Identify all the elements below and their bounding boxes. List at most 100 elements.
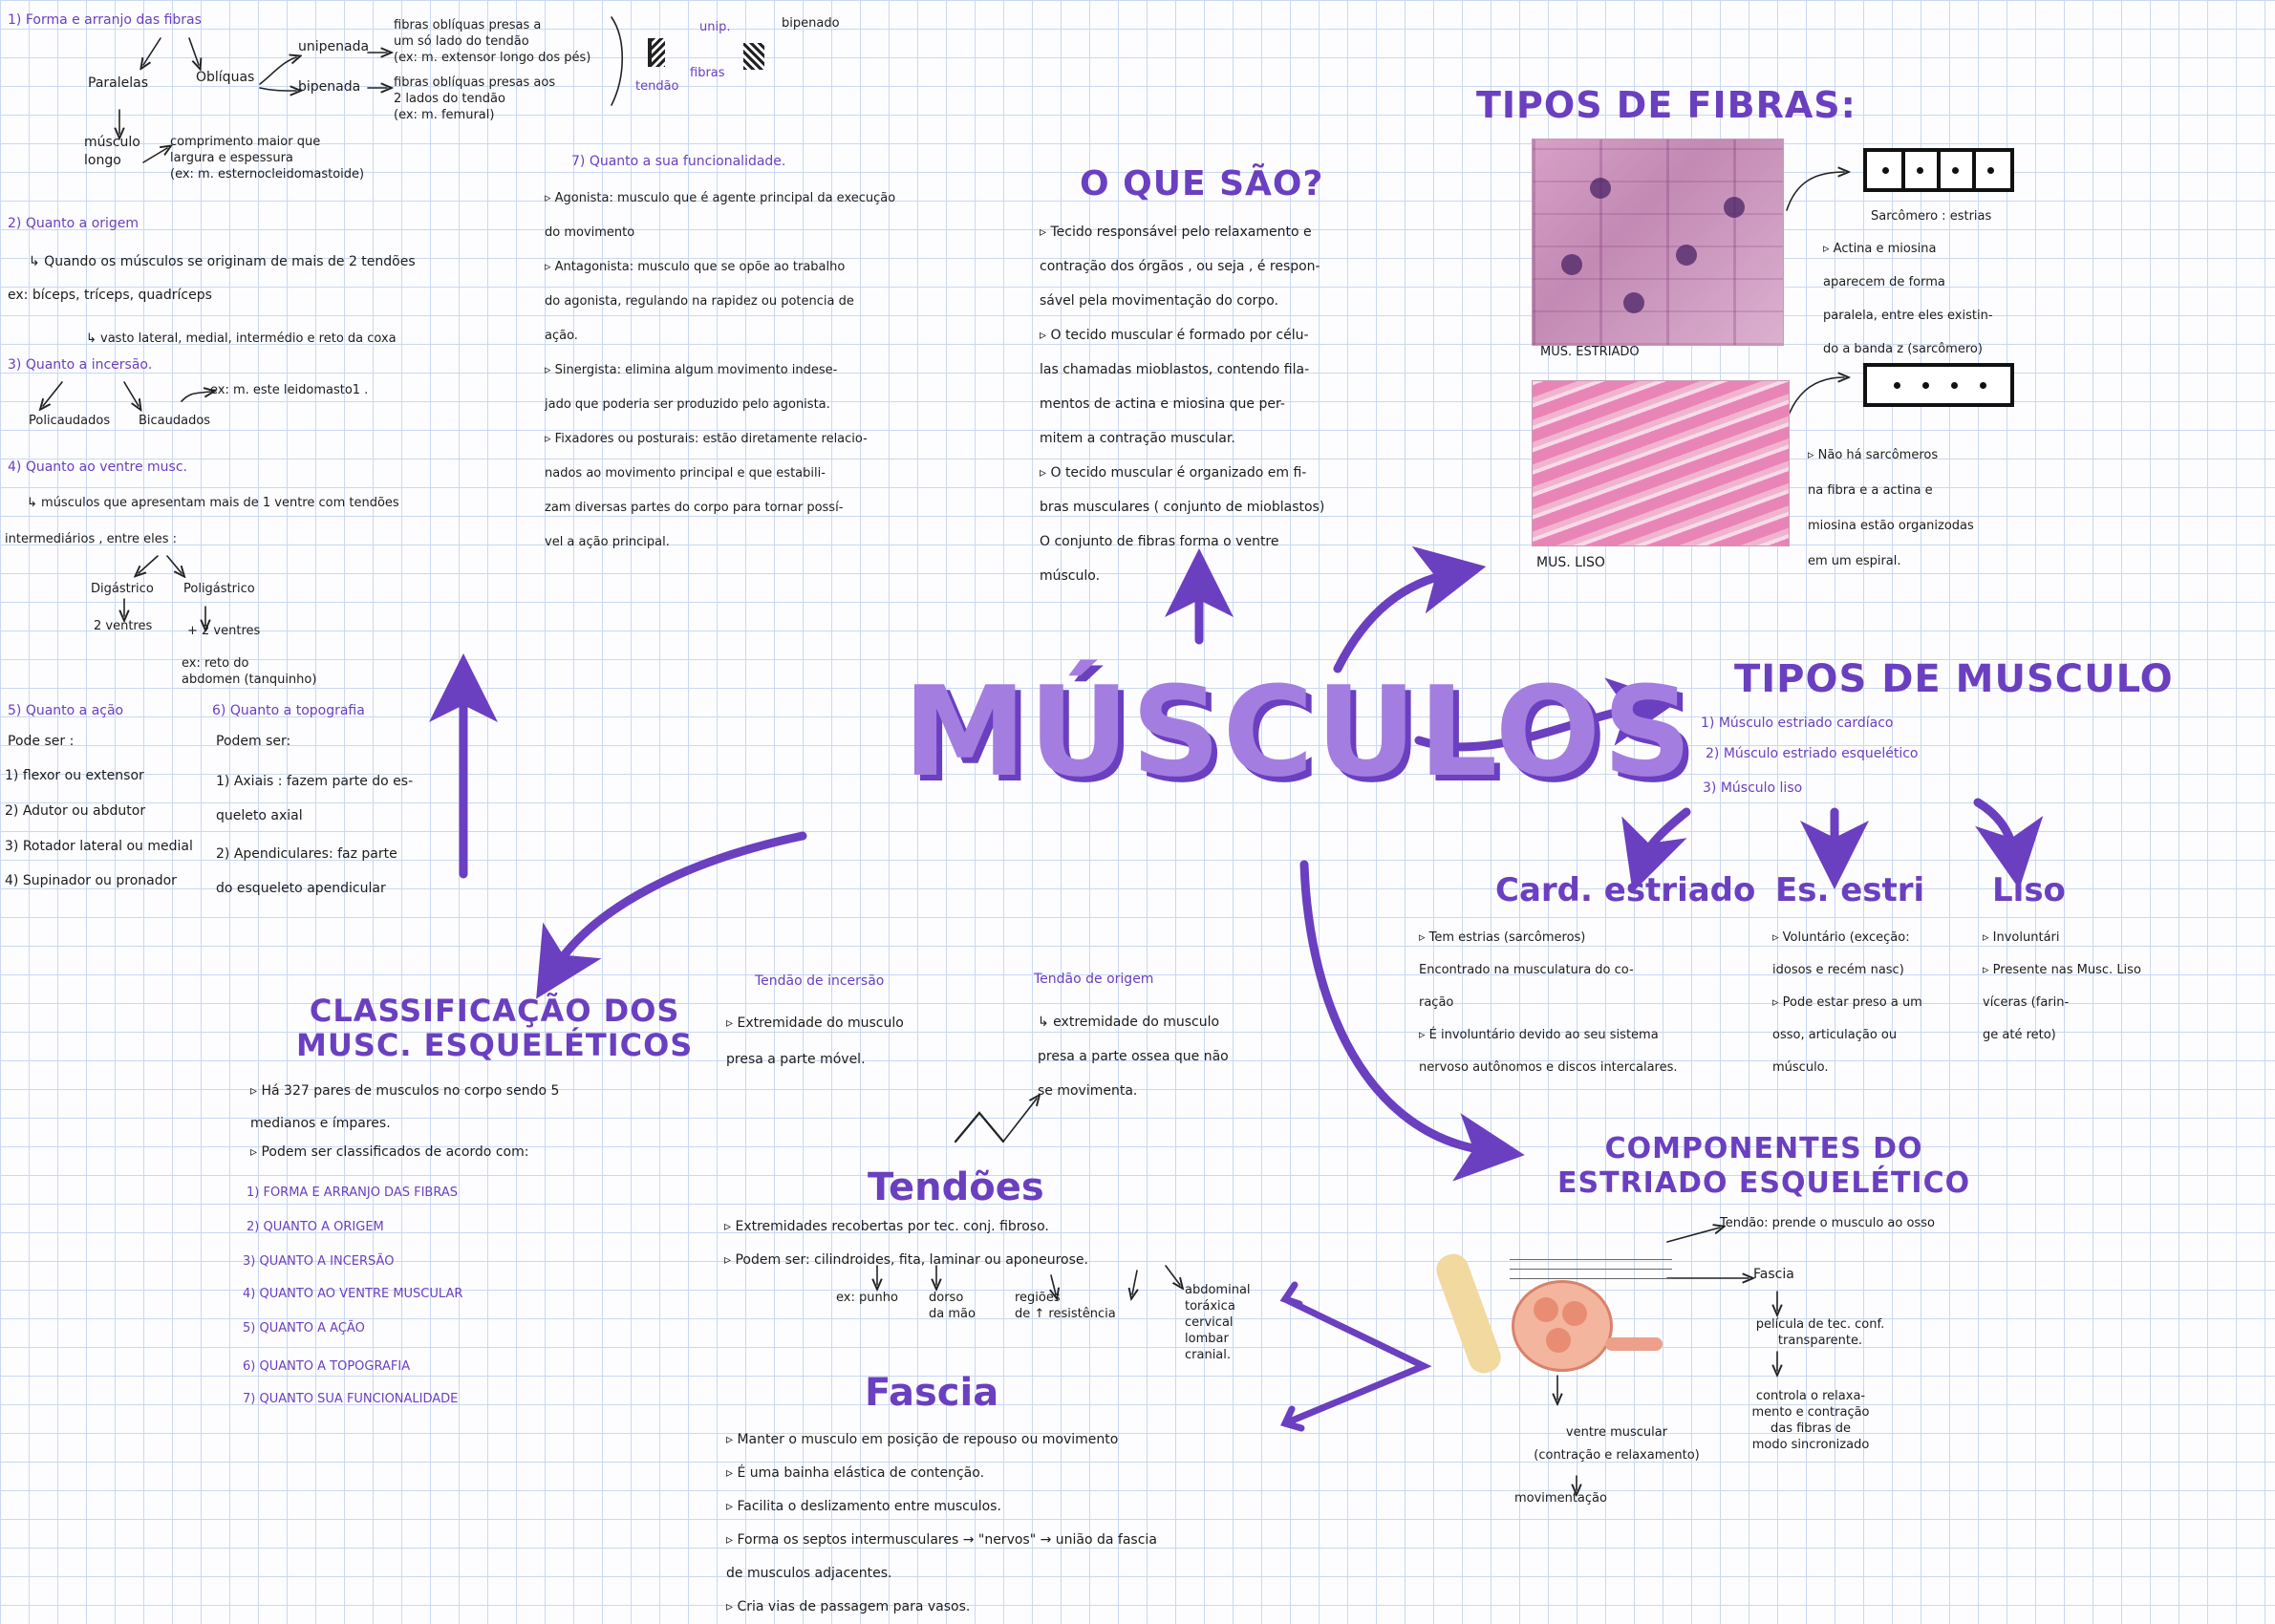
acao-pode: Pode ser : — [8, 734, 75, 749]
tendoes-dorso: dorso da mão — [929, 1291, 976, 1321]
tipos-musculo-item: 2) Músculo estriado esquelético — [1706, 746, 1919, 761]
policaudados-label: Policaudados — [29, 414, 111, 428]
classificacao-heading: CLASSIFICAÇÃO DOS MUSC. ESQUELÉTICOS — [296, 993, 694, 1063]
componentes-heading: COMPONENTES DO ESTRIADO ESQUELÉTICO — [1557, 1132, 1971, 1200]
bicaudados-label: Bicaudados — [139, 414, 211, 428]
arrow-to-tipos-musculo — [1414, 677, 1678, 752]
tendoes-heading: Tendões — [868, 1165, 1044, 1209]
estriado-text: ▹ Actina e miosina aparecem de forma par… — [1823, 242, 1993, 356]
main-title: MÚSCULOS — [903, 659, 1694, 804]
diagram-bipenado-label: bipenado — [782, 16, 840, 31]
unipenate-icon — [648, 38, 665, 67]
digastrico-label: Digástrico — [91, 582, 154, 596]
poligastrico-label: Poligástrico — [183, 582, 255, 596]
penniform-diagram: unip. bipenado fibras tendão — [635, 10, 840, 96]
componentes-controla: controla o relaxa- mento e contração das… — [1751, 1389, 1870, 1452]
classificacao-text2: ▹ Podem ser classificados de acordo com: — [250, 1144, 529, 1160]
insercao-heading: 3) Quanto a incersão. — [8, 357, 153, 373]
classificacao-item: 5) QUANTO A AÇÃO — [243, 1321, 365, 1336]
arrow-to-componentes — [1299, 860, 1525, 1182]
musculo-longo-label: músculo longo — [84, 135, 140, 168]
esqueletico-title: Es. estri — [1775, 871, 1925, 909]
tipos-musculo-heading: TIPOS DE MUSCULO — [1734, 657, 2174, 701]
liso-fibra-text: ▹ Não há sarcômeros na fibra e a actina … — [1808, 448, 1974, 568]
tendoes-ex-punho: ex: punho — [836, 1291, 898, 1305]
fascia-text: ▹ Manter o musculo em posição de repouso… — [726, 1432, 1157, 1614]
cardiaco-title: Card. estriado — [1495, 871, 1756, 909]
digastrico-sub: 2 ventres — [94, 619, 153, 633]
sarcomero-label: Sarcômero : estrias — [1871, 209, 1992, 224]
sarcomere-smooth-icon — [1863, 363, 2014, 407]
tendoes-text2: ▹ Podem ser: cilindroides, fita, laminar… — [724, 1252, 1088, 1268]
arrow-to-classificacao — [536, 831, 807, 999]
unipenada-label: unipenada — [298, 39, 370, 54]
ventre-heading: 4) Quanto ao ventre musc. — [8, 459, 187, 475]
classificacao-item: 6) QUANTO A TOPOGRAFIA — [243, 1359, 411, 1374]
origem-ex: ex: bíceps, tríceps, quadríceps — [8, 288, 212, 303]
unipenada-desc: fibras oblíquas presas a um só lado do t… — [394, 18, 591, 65]
classificacao-item: 4) QUANTO AO VENTRE MUSCULAR — [243, 1287, 463, 1301]
tendao-insercao-text: ▹ Extremidade do musculo presa a parte m… — [726, 1015, 904, 1067]
bipenate-icon — [743, 43, 764, 70]
striated-muscle-image — [1532, 139, 1784, 346]
arrows-tendoes-fascia — [1281, 1295, 1432, 1427]
acao-item: 1) flexor ou extensor — [5, 768, 144, 783]
tendoes-text1: ▹ Extremidades recobertas por tec. conj.… — [724, 1219, 1049, 1234]
topografia-axiais: 1) Axiais : fazem parte do es- queleto a… — [216, 774, 414, 823]
acao-item: 2) Adutor ou abdutor — [5, 803, 146, 819]
fascia-heading: Fascia — [865, 1371, 999, 1415]
componentes-pelicula: película de tec. conf. transparente. — [1755, 1317, 1885, 1348]
classificacao-item: 7) QUANTO SUA FUNCIONALIDADE — [243, 1392, 459, 1406]
oque-heading: O QUE SÃO? — [1080, 164, 1324, 203]
bipenada-desc: fibras oblíquas presas aos 2 lados do te… — [394, 75, 556, 122]
origem-heading: 2) Quanto a origem — [8, 216, 140, 231]
tendao-origem-text: ↳ extremidade do musculo presa a parte o… — [1038, 1015, 1229, 1099]
muscle-cross-section-icon — [1512, 1280, 1613, 1372]
smooth-muscle-image — [1532, 380, 1790, 546]
classificacao-item: 3) QUANTO A INCERSÃO — [243, 1254, 395, 1269]
acao-item: 3) Rotador lateral ou medial — [5, 839, 193, 854]
tendoes-regioes: regiões de ↑ resistência — [1015, 1291, 1116, 1321]
smooth-image-label: MUS. LISO — [1536, 555, 1605, 570]
esqueletico-text: ▹ Voluntário (exceção: idosos e recém na… — [1772, 930, 1922, 1075]
topografia-heading: 6) Quanto a topografia — [212, 703, 365, 718]
componentes-tendao: Tendão: prende o musculo ao osso — [1720, 1216, 1935, 1230]
comprimento-desc: comprimento maior que largura e espessur… — [170, 135, 365, 182]
forma-heading: 1) Forma e arranjo das fibras — [8, 12, 202, 28]
tendoes-aponeurose-list: abdominal toráxica cervical lombar crani… — [1185, 1283, 1251, 1362]
oque-text: ▹ Tecido responsável pelo relaxamento e … — [1040, 224, 1325, 584]
bipenada-label: bipenada — [298, 79, 361, 95]
classificacao-item: 1) FORMA E ARRANJO DAS FIBRAS — [247, 1186, 458, 1200]
diagram-unip-label: unip. — [699, 20, 731, 34]
liso-text: ▹ Involuntári ▹ Presente nas Musc. Liso … — [1983, 930, 2141, 1042]
arrow-to-tipos-fibras — [1333, 545, 1487, 673]
tendao-insercao-title: Tendão de incersão — [755, 973, 885, 989]
arrow-to-card — [1621, 807, 1691, 893]
sarcomere-striated-icon — [1863, 148, 2014, 192]
paralelas-label: Paralelas — [88, 75, 148, 91]
obliquas-label: Oblíquas — [196, 70, 255, 85]
componentes-movimentacao: movimentação — [1514, 1491, 1607, 1506]
muscle-anatomy-diagram — [1431, 1242, 1682, 1385]
insercao-ex: ex: m. este leidomasto1 . — [210, 383, 369, 397]
topografia-pode: Podem ser: — [216, 734, 291, 749]
acao-heading: 5) Quanto a ação — [8, 703, 124, 718]
tipos-musculo-item: 3) Músculo liso — [1703, 780, 1803, 796]
componentes-ventre: ventre muscular (contração e relaxamento… — [1534, 1425, 1700, 1463]
cardiaco-text: ▹ Tem estrias (sarcômeros) Encontrado na… — [1419, 930, 1678, 1075]
funcionalidade-text: ▹ Agonista: musculo que é agente princip… — [545, 191, 896, 549]
topografia-apendiculares: 2) Apendiculares: faz parte do esqueleto… — [216, 846, 397, 896]
ventre-text2: intermediários , entre eles : — [5, 532, 178, 546]
tipos-musculo-item: 1) Músculo estriado cardíaco — [1701, 716, 1894, 731]
diagram-tendao-label: tendão — [635, 79, 679, 94]
origem-vasto: ↳ vasto lateral, medial, intermédio e re… — [86, 331, 397, 346]
diagram-fibras-label: fibras — [690, 66, 725, 80]
funcionalidade-heading: 7) Quanto a sua funcionalidade. — [571, 154, 786, 169]
poligastrico-sub: + 2 ventres — [187, 624, 261, 638]
tendao-origem-title: Tendão de origem — [1034, 972, 1154, 987]
classificacao-text1: ▹ Há 327 pares de musculos no corpo send… — [250, 1083, 560, 1131]
striated-image-label: MUS. ESTRIADO — [1540, 345, 1640, 359]
componentes-fascia: Fascia — [1753, 1267, 1794, 1282]
classificacao-item: 2) QUANTO A ORIGEM — [247, 1220, 384, 1234]
